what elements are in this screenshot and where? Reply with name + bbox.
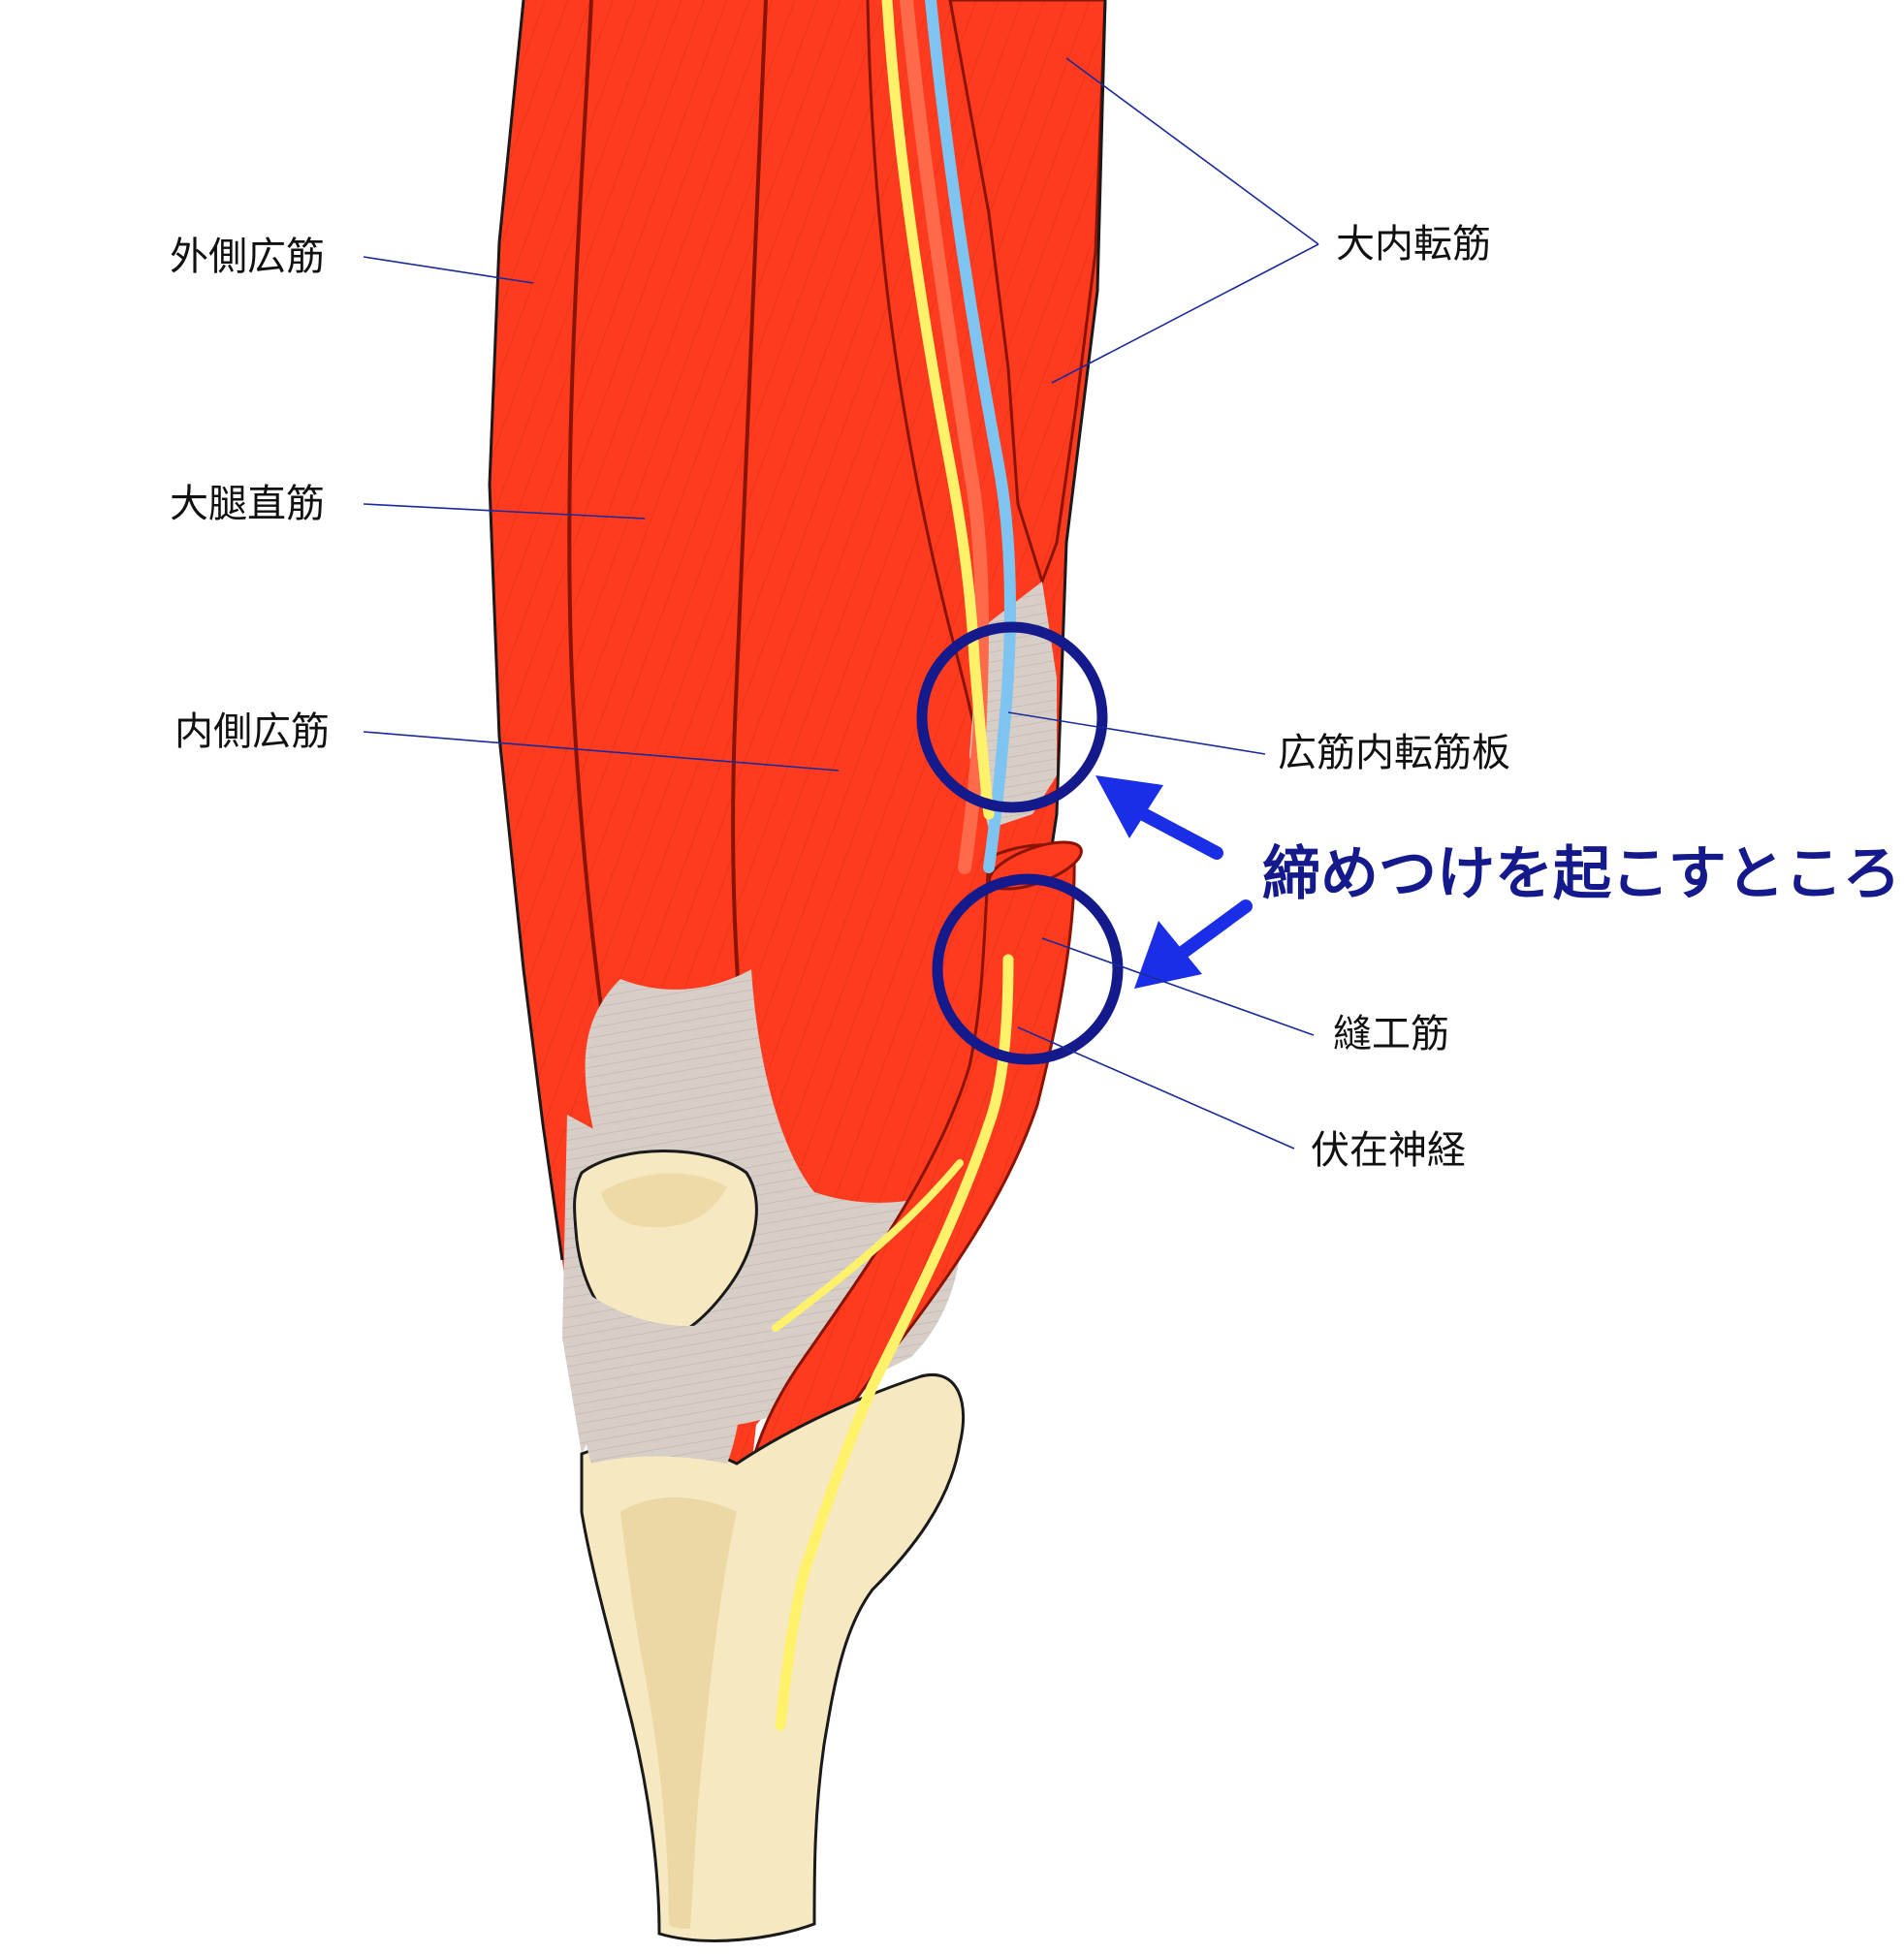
- leader-adductor-magnus-upper: [1065, 57, 1319, 245]
- compression-circle-lower: [932, 873, 1124, 1065]
- callout-arrows: [1095, 775, 1253, 989]
- infrapatellar-branch: [772, 1159, 964, 1332]
- vastus-lateralis-border: [567, 0, 622, 1145]
- saphenous-nerve-path: [775, 0, 1014, 1731]
- tibia-shade: [620, 1497, 737, 1929]
- thigh-outline-left: [488, 0, 564, 1261]
- arrow-upper: [1095, 775, 1223, 860]
- leader-vastoadductor-membrane: [1007, 711, 1266, 755]
- leader-rectus-femoris: [363, 503, 646, 520]
- label-adductor-magnus: 大内転筋: [1336, 222, 1491, 267]
- leader-vastus-lateralis: [363, 256, 534, 284]
- label-rectus-femoris: 大腿直筋: [170, 482, 325, 526]
- label-saphenous-nerve: 伏在神経: [1311, 1128, 1466, 1173]
- neurovascular-bundle: [772, 0, 1016, 1731]
- leader-vastus-medialis: [363, 731, 840, 772]
- label-vastoadductor-membrane: 広筋内転筋板: [1278, 731, 1510, 775]
- femoral-artery: [900, 0, 989, 874]
- leader-saphenous-nerve: [1017, 1026, 1295, 1150]
- femoral-vein: [925, 0, 1016, 873]
- label-sartorius: 縫工筋: [1333, 1012, 1449, 1056]
- arrow-lower: [1134, 899, 1253, 989]
- leader-lines: [363, 57, 1319, 1150]
- bones: [573, 1150, 966, 1942]
- callout-compression-sites: 締めつけを起こすところ: [1262, 840, 1901, 908]
- patella-highlight: [601, 1173, 727, 1228]
- tibia: [580, 1373, 966, 1942]
- leader-sartorius: [1041, 937, 1315, 1036]
- leader-adductor-magnus-lower: [1051, 243, 1319, 384]
- compression-circle-upper: [916, 621, 1108, 813]
- compression-markers: [916, 621, 1124, 1065]
- label-vastus-medialis: 内側広筋: [175, 709, 330, 754]
- label-vastus-lateralis: 外側広筋: [170, 235, 325, 279]
- labels: 外側広筋 大腿直筋 内側広筋 大内転筋 広筋内転筋板 縫工筋 伏在神経 締めつけ…: [170, 222, 1901, 1173]
